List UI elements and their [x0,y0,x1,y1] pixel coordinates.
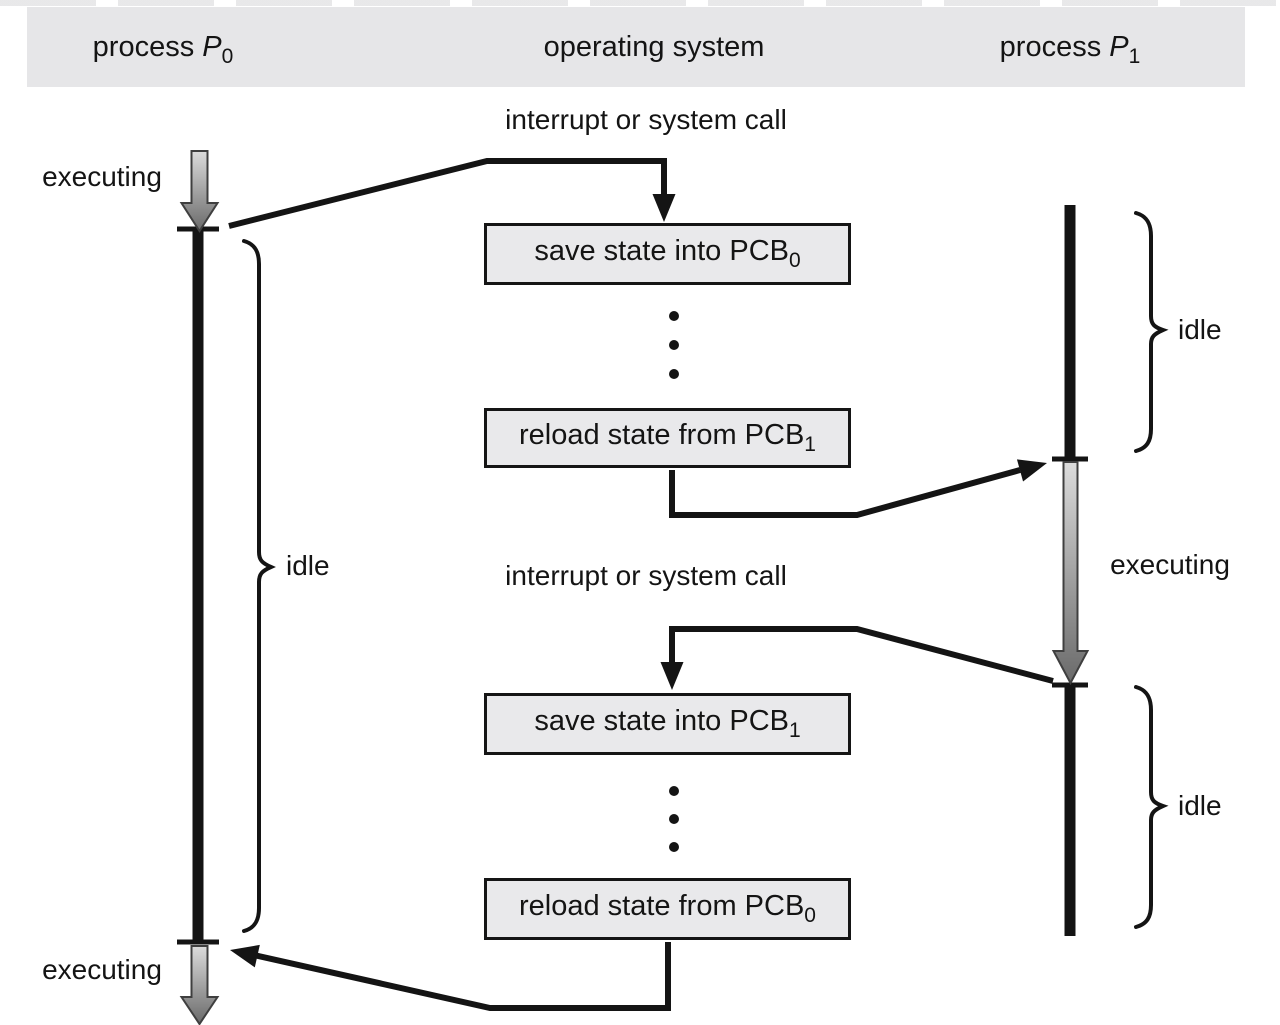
arrowhead-to-p0-icon [230,944,260,968]
executing-label-p1: executing [1110,549,1230,580]
arrow-reload-pcb0-to-p0 [253,942,671,1011]
p1-timeline-top-line [1064,205,1076,457]
header-process-p0: process P0 [92,31,234,68]
header-process-p1: process P1 [999,31,1141,68]
brace-idle-p0 [242,239,276,933]
arrowhead-down-save-pcb0-icon [652,194,676,222]
arrow-p1-interrupt-to-save-pcb1 [669,626,1054,684]
save-state-pcb1-box: save state into PCB1 [484,693,851,755]
ellipsis-dots-top [669,311,679,379]
header-bar [27,7,1245,87]
interrupt-label-top: interrupt or system call [505,104,787,135]
executing-label-p0-bottom: executing [42,954,162,985]
arrow-reload-pcb1-to-p1 [669,467,1021,518]
p1-timeline-bottom-line [1064,687,1076,936]
idle-label-p1-top: idle [1178,314,1222,345]
p0-executing-arrow-top-icon [179,150,220,233]
idle-label-p1-bottom: idle [1178,790,1222,821]
p0-timeline-line [192,229,204,943]
top-edge-artifact [0,0,1280,6]
arrowhead-to-p1-icon [1016,459,1047,482]
brace-idle-p1-bottom [1134,685,1169,929]
arrow-interrupt-to-save-pcb0 [228,158,667,229]
arrowhead-down-save-pcb1-icon [660,662,684,690]
idle-label-p0: idle [286,550,330,581]
executing-label-p0-top: executing [42,161,162,192]
interrupt-label-mid: interrupt or system call [505,560,787,591]
reload-state-pcb0-box: reload state from PCB0 [484,878,851,940]
p1-executing-arrow-icon [1051,461,1090,686]
reload-state-pcb1-box: reload state from PCB1 [484,408,851,468]
header-operating-system: operating system [543,31,765,63]
save-state-pcb0-box: save state into PCB0 [484,223,851,285]
brace-idle-p1-top [1134,211,1169,453]
p0-executing-arrow-bottom-icon [179,945,220,1025]
ellipsis-dots-bottom [669,786,679,852]
